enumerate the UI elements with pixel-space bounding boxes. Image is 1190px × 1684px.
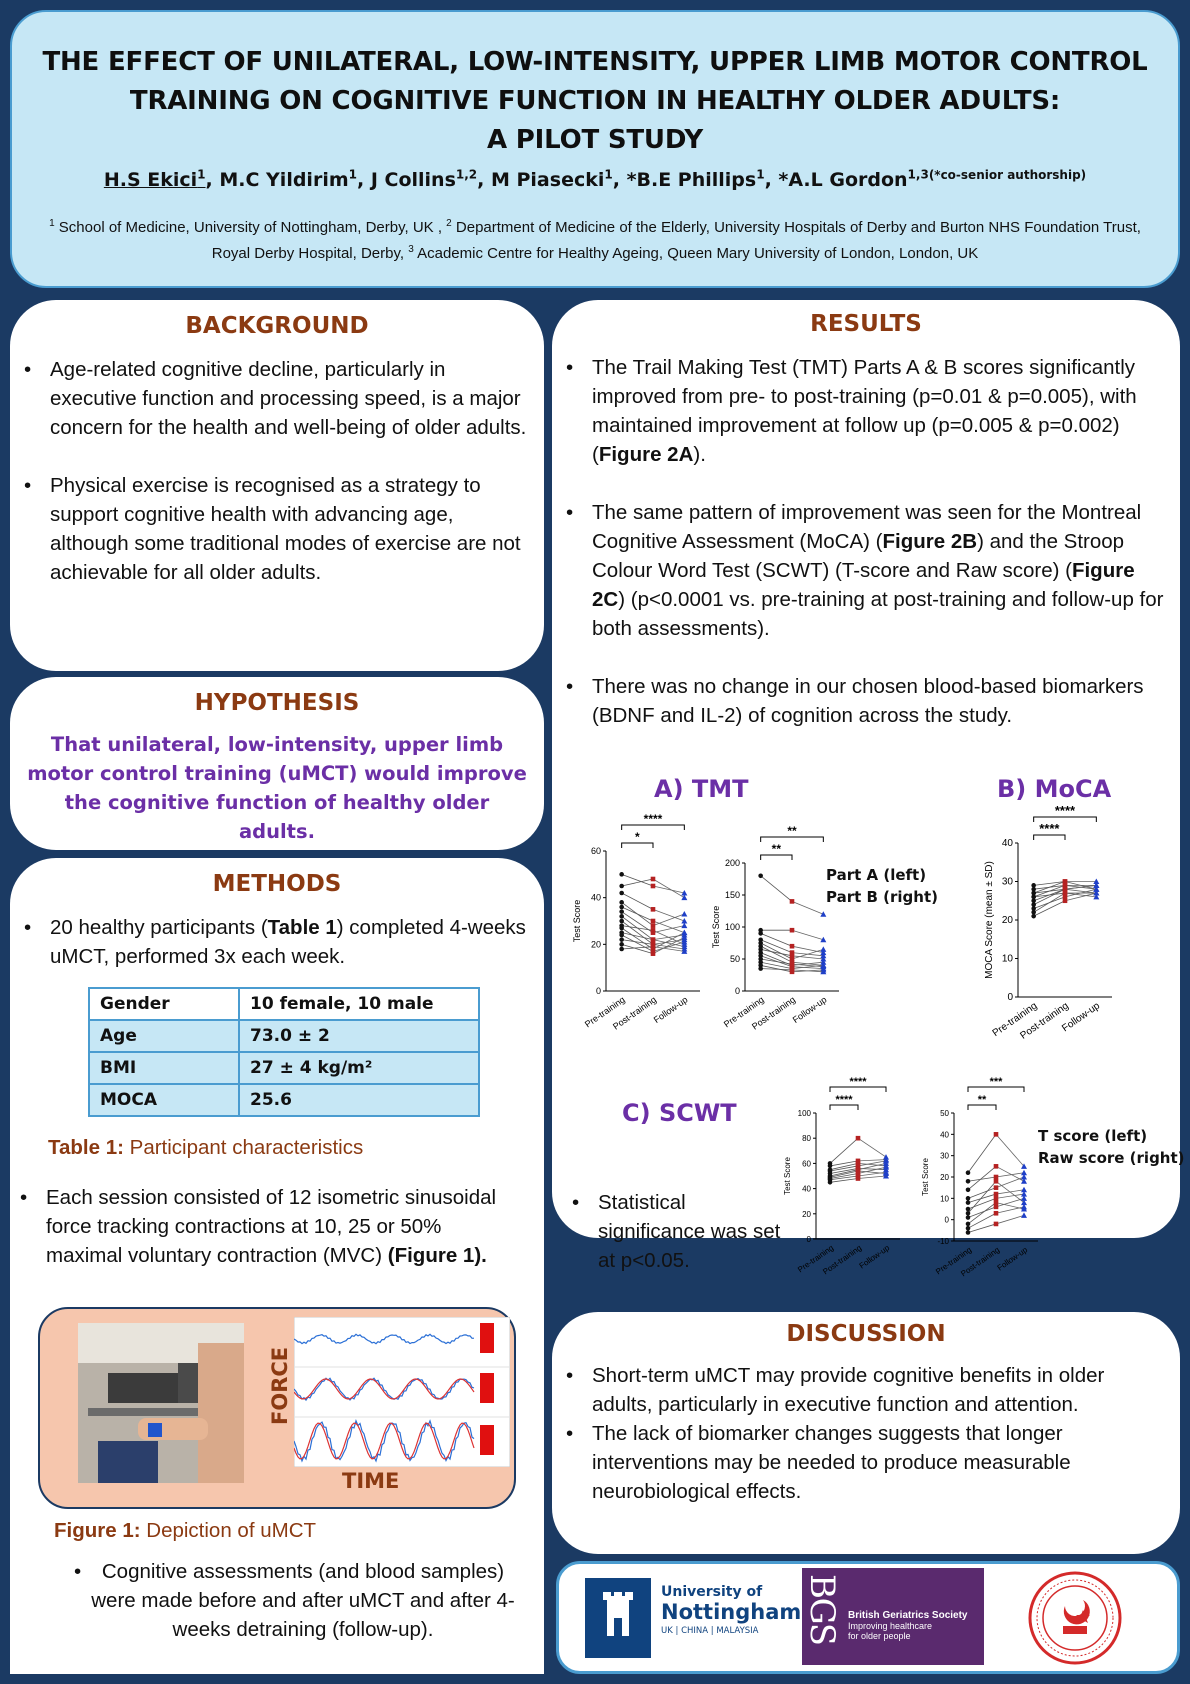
methods-title: METHODS bbox=[212, 871, 342, 897]
logo-bar: University of Nottingham UK | CHINA | MA… bbox=[556, 1561, 1180, 1674]
discussion-panel: DISCUSSION Short-term uMCT may provide c… bbox=[552, 1312, 1180, 1554]
title-line-3: A PILOT STUDY bbox=[487, 125, 703, 155]
bgs-mark: BGS bbox=[802, 1574, 842, 1645]
author-1: , M.C Yildirim1 bbox=[205, 168, 357, 192]
methods-list-3: Cognitive assessments (and blood samples… bbox=[60, 1557, 516, 1644]
author-5: , *A.L Gordon1,3 bbox=[764, 168, 929, 192]
stat-significance-note: Statistical significance was set at p<0.… bbox=[558, 1188, 784, 1275]
scwt_t-x-tick-label: Pre-training bbox=[796, 1243, 835, 1274]
title-line-1: THE EFFECT OF UNILATERAL, LOW-INTENSITY,… bbox=[42, 47, 1148, 77]
uon-name-line-1: University of bbox=[661, 1584, 763, 1600]
scwt_raw-x-tick-label: Pre-training bbox=[934, 1245, 973, 1276]
results-bullet-2: The same pattern of improvement was seen… bbox=[552, 498, 1164, 643]
legend-part-b: Part B (right) bbox=[826, 888, 938, 906]
legend-raw-score: Raw score (right) bbox=[1038, 1149, 1185, 1167]
discussion-bullet-1: Short-term uMCT may provide cognitive be… bbox=[552, 1361, 1166, 1419]
background-bullet-2: Physical exercise is recognised as a str… bbox=[10, 471, 530, 587]
background-bullet-1: Age-related cognitive decline, particula… bbox=[10, 355, 530, 442]
time-axis-label: TIME bbox=[342, 1469, 400, 1493]
author-0: H.S Ekici1 bbox=[103, 168, 206, 192]
results-bullet-3: There was no change in our chosen blood-… bbox=[552, 672, 1164, 730]
stat-note-list: Statistical significance was set at p<0.… bbox=[558, 1188, 784, 1275]
discussion-title: DISCUSSION bbox=[786, 1321, 946, 1347]
figure-1-caption: Figure 1: Depiction of uMCT bbox=[54, 1519, 317, 1542]
bgs-logo: BGS British Geriatrics Society Improving… bbox=[802, 1568, 984, 1665]
uon-name-line-2: Nottingham bbox=[661, 1600, 802, 1624]
legend-t-score: T score (left) bbox=[1038, 1127, 1148, 1145]
force-axis-label: FORCE bbox=[268, 1346, 292, 1425]
background-list: Age-related cognitive decline, particula… bbox=[10, 355, 544, 587]
title-line-2: TRAINING ON COGNITIVE FUNCTION IN HEALTH… bbox=[129, 86, 1061, 116]
participant-photo bbox=[78, 1323, 244, 1483]
results-panel: RESULTS The Trail Making Test (TMT) Part… bbox=[552, 300, 1180, 1238]
figure-2a-title: A) TMT bbox=[654, 775, 749, 803]
affiliations: 1 School of Medicine, University of Nott… bbox=[49, 218, 1141, 263]
methods-bullet-2: Each session consisted of 12 isometric s… bbox=[6, 1183, 514, 1270]
legend-scwt: T score (left) Raw score (right) bbox=[1038, 1125, 1185, 1169]
uon-name-line-3: UK | CHINA | MALAYSIA bbox=[661, 1626, 759, 1636]
discussion-list: Short-term uMCT may provide cognitive be… bbox=[552, 1361, 1180, 1506]
turkish-ministry-seal-icon bbox=[1028, 1571, 1122, 1665]
scwt_raw-x-tick-label: Follow-up bbox=[996, 1245, 1030, 1273]
figure-2c-title: C) SCWT bbox=[622, 1099, 737, 1127]
poster-title: THE EFFECT OF UNILATERAL, LOW-INTENSITY,… bbox=[12, 43, 1178, 160]
author-list: H.S Ekici1, M.C Yildirim1, J Collins1,2,… bbox=[12, 168, 1178, 191]
figure-1: FORCE TIME bbox=[38, 1307, 516, 1509]
author-3: , M Piasecki1 bbox=[477, 168, 613, 192]
figure-2b-title: B) MoCA bbox=[997, 775, 1112, 803]
legend-part-a: Part A (left) bbox=[826, 866, 927, 884]
author-4: , *B.E Phillips1 bbox=[612, 168, 765, 192]
methods-list-1: 20 healthy participants (Table 1) comple… bbox=[10, 913, 544, 971]
methods-list-2: Each session consisted of 12 isometric s… bbox=[6, 1183, 514, 1270]
background-title: BACKGROUND bbox=[185, 313, 369, 339]
hypothesis-text: That unilateral, low-intensity, upper li… bbox=[27, 733, 527, 843]
uon-crest-icon bbox=[585, 1578, 651, 1658]
force-tracking-traces bbox=[294, 1317, 510, 1467]
results-bullet-1: The Trail Making Test (TMT) Parts A & B … bbox=[552, 353, 1164, 469]
uon-logo: University of Nottingham UK | CHINA | MA… bbox=[585, 1578, 801, 1658]
co-senior-note: (*co-senior authorship) bbox=[928, 168, 1087, 182]
hypothesis-panel: HYPOTHESIS That unilateral, low-intensit… bbox=[10, 677, 544, 850]
scwt_t-x-tick-label: Post-training bbox=[821, 1243, 863, 1276]
results-list: The Trail Making Test (TMT) Parts A & B … bbox=[552, 353, 1180, 730]
legend-tmt: Part A (left) Part B (right) bbox=[826, 864, 938, 908]
bgs-tagline-2: for older people bbox=[848, 1631, 911, 1641]
methods-bullet-1: 20 healthy participants (Table 1) comple… bbox=[10, 913, 534, 971]
hypothesis-title: HYPOTHESIS bbox=[194, 690, 360, 716]
bgs-tagline-1: Improving healthcare bbox=[848, 1621, 933, 1631]
table-caption: Table 1: Participant characteristics bbox=[48, 1136, 364, 1159]
author-2: , J Collins1,2 bbox=[356, 168, 478, 192]
discussion-bullet-2: The lack of biomarker changes suggests t… bbox=[552, 1419, 1166, 1506]
scwt_raw-x-tick-label: Post-training bbox=[959, 1245, 1001, 1278]
results-title: RESULTS bbox=[810, 311, 922, 337]
poster-header: THE EFFECT OF UNILATERAL, LOW-INTENSITY,… bbox=[10, 10, 1180, 288]
scwt_raw-y-tick-label: -10 bbox=[937, 1237, 949, 1246]
bgs-name: British Geriatrics Society bbox=[848, 1610, 968, 1621]
background-panel: BACKGROUND Age-related cognitive decline… bbox=[10, 300, 544, 671]
scwt_t-x-tick-label: Follow-up bbox=[858, 1243, 892, 1271]
methods-bullet-3: Cognitive assessments (and blood samples… bbox=[60, 1557, 516, 1644]
